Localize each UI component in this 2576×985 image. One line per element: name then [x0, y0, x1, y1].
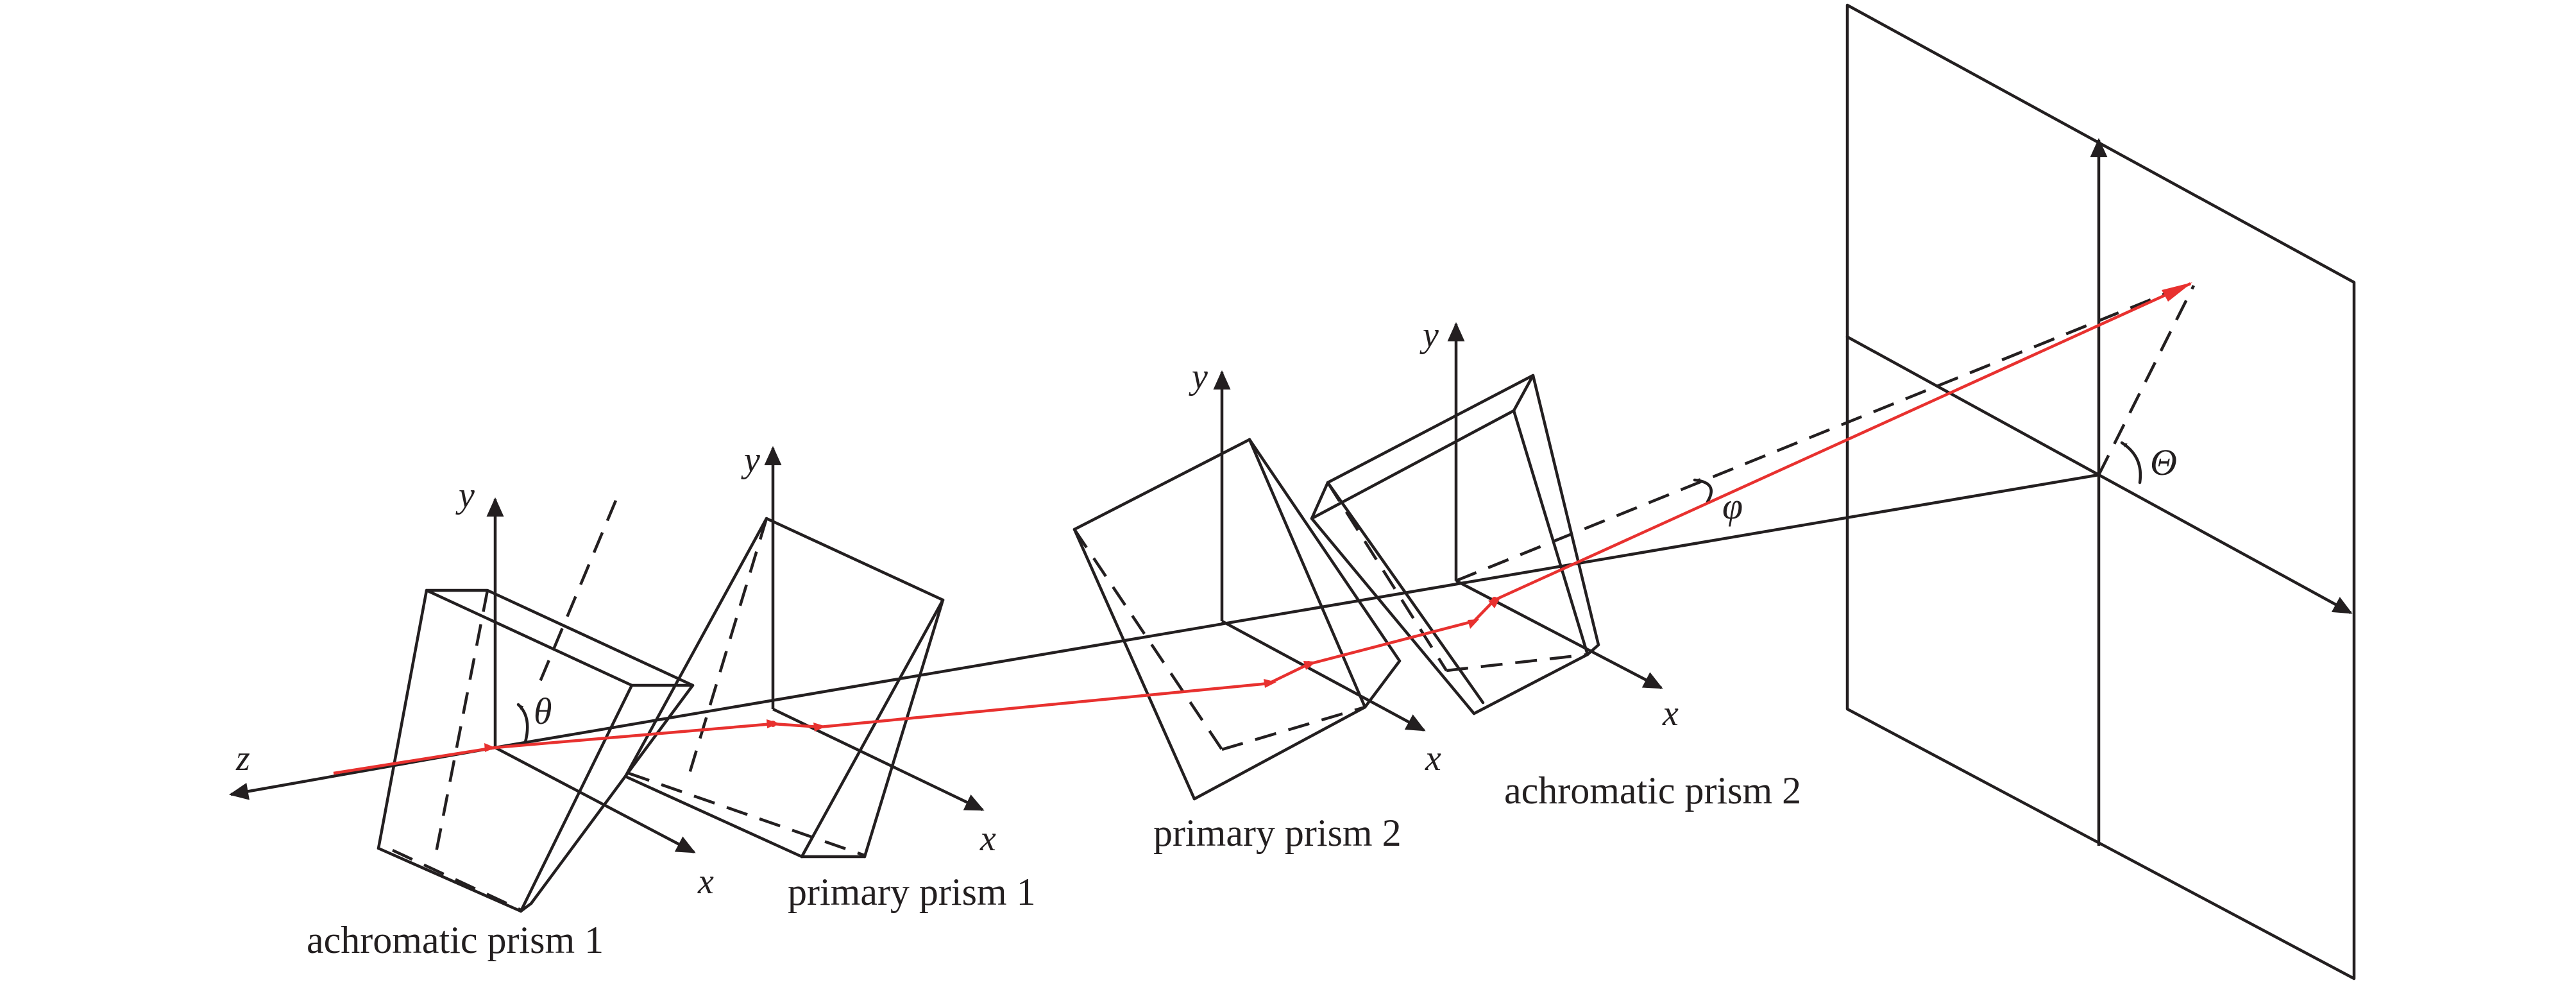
- y-axis-label-4: y: [1419, 315, 1439, 355]
- y-axis-label-1: y: [455, 475, 475, 515]
- y-axis-label-3: y: [1189, 357, 1208, 397]
- theta-label: θ: [534, 690, 552, 732]
- z-axis-label: z: [235, 739, 250, 778]
- primary-prism-1-label: primary prism 1: [788, 871, 1036, 913]
- primary-prism-2: y x: [1072, 357, 1441, 801]
- y-axis-label-2: y: [741, 440, 760, 480]
- primary-prism-2-label: primary prism 2: [1153, 812, 1402, 854]
- x-axis-label-3: x: [1425, 739, 1441, 778]
- deflection-reference: φ: [1455, 282, 2191, 583]
- achromatic-prism-1: y x θ: [377, 475, 714, 913]
- x-axis-label-1: x: [697, 862, 714, 902]
- achromatic-prism-2: y x: [1310, 315, 1679, 733]
- achromatic-prism-1-label: achromatic prism 1: [307, 919, 604, 961]
- primary-prism-1: y x: [623, 440, 996, 859]
- big-theta-label: Θ: [2150, 441, 2177, 483]
- x-axis-label-2: x: [979, 819, 996, 859]
- achromatic-prism-2-label: achromatic prism 2: [1504, 769, 1801, 812]
- x-axis-label-4: x: [1662, 694, 1679, 733]
- projection-screen: Θ: [1845, 3, 2356, 981]
- screen-horizontal-axis: [2097, 474, 2353, 614]
- light-ray: [333, 282, 2192, 775]
